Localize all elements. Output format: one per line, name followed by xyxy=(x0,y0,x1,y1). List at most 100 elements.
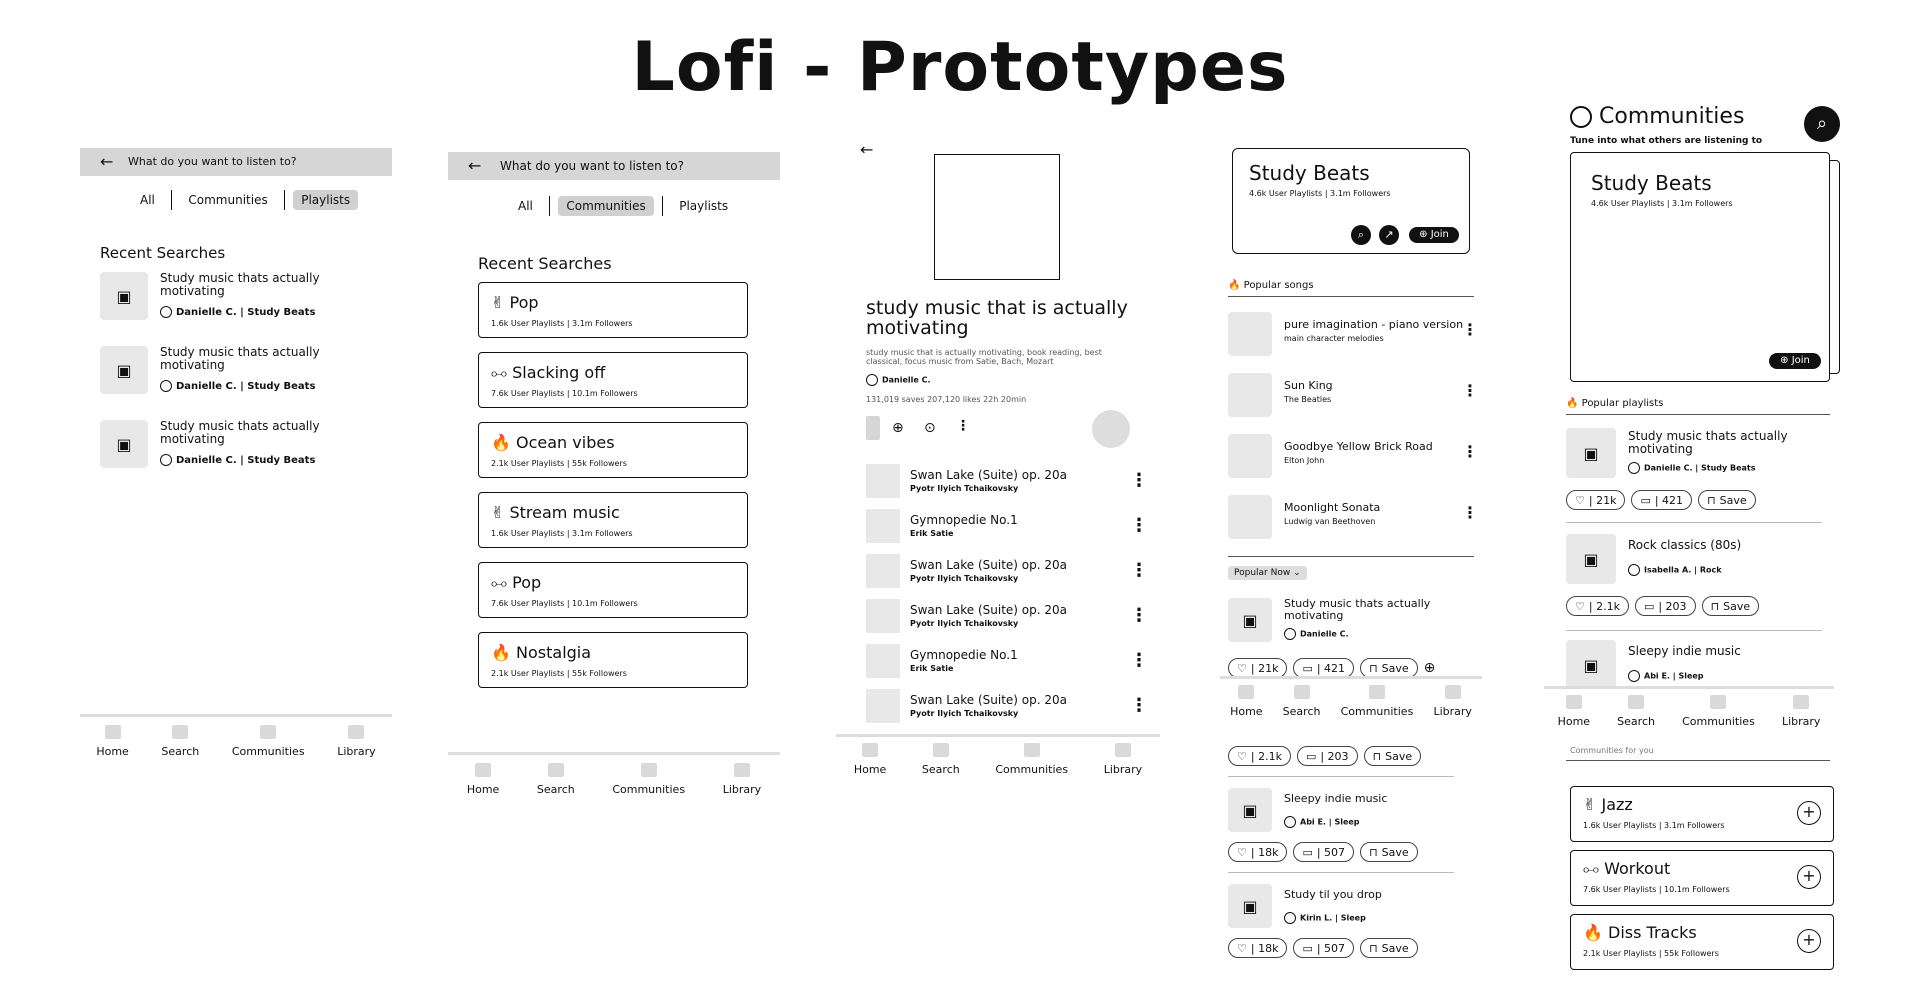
community-card[interactable]: 🔥 Ocean vibes 2.1k User Playlists | 55k … xyxy=(478,422,748,478)
nav-home[interactable]: Home xyxy=(96,725,129,758)
list-item[interactable]: ▣ Study til you drop Kirin L. | Sleep xyxy=(1228,884,1468,932)
community-card[interactable]: ✌ Jazz 1.6k User Playlists | 3.1m Follow… xyxy=(1570,786,1834,842)
play-button[interactable] xyxy=(1092,410,1130,448)
community-card[interactable]: ⧟ Workout 7.6k User Playlists | 10.1m Fo… xyxy=(1570,850,1834,906)
community-card[interactable]: 🔥 Nostalgia 2.1k User Playlists | 55k Fo… xyxy=(478,632,748,688)
tab-all[interactable]: All xyxy=(518,199,533,213)
more-icon[interactable]: ⋮ xyxy=(1130,560,1148,581)
table-row[interactable]: Swan Lake (Suite) op. 20a Pyotr Ilyich T… xyxy=(866,599,1148,635)
nav-library[interactable]: Library xyxy=(1433,685,1472,718)
comment-button[interactable]: ▭| 421 xyxy=(1293,658,1355,678)
nav-communities[interactable]: Communities xyxy=(995,743,1068,776)
nav-communities[interactable]: Communities xyxy=(1341,685,1413,718)
nav-search[interactable]: Search xyxy=(1283,685,1320,718)
nav-home[interactable]: Home xyxy=(854,743,886,776)
community-card-featured[interactable]: Study Beats 4.6k User Playlists | 3.1m F… xyxy=(1570,152,1830,382)
popular-now-dropdown[interactable]: Popular Now ⌄ xyxy=(1228,566,1307,580)
save-button[interactable]: ⊓Save xyxy=(1698,490,1756,510)
like-button[interactable]: ♡| 18k xyxy=(1228,842,1288,862)
community-card[interactable]: ⧟ Slacking off 7.6k User Playlists | 10.… xyxy=(478,352,748,408)
like-button[interactable]: ♡| 2.1k xyxy=(1228,746,1291,766)
nav-search[interactable]: Search xyxy=(161,725,199,758)
save-button[interactable]: ⊓Save xyxy=(1701,596,1760,616)
tab-communities[interactable]: Communities xyxy=(188,193,268,207)
share-icon[interactable]: ↗ xyxy=(1379,225,1399,245)
table-row[interactable]: Gymnopedie No.1 Erik Satie ⋮ xyxy=(866,509,1148,545)
table-row[interactable]: Swan Lake (Suite) op. 20a Pyotr Ilyich T… xyxy=(866,554,1148,590)
nav-communities[interactable]: Communities xyxy=(612,763,685,796)
more-icon[interactable]: ⋮ xyxy=(1462,442,1478,461)
comment-button[interactable]: ▭| 203 xyxy=(1296,746,1358,766)
comment-button[interactable]: ▭| 507 xyxy=(1293,938,1355,958)
more-icon[interactable]: ⋮ xyxy=(1462,381,1478,400)
more-icon[interactable]: ⋮ xyxy=(1130,470,1148,491)
more-icon[interactable]: ⋮ xyxy=(1130,695,1148,716)
nav-library[interactable]: Library xyxy=(1104,743,1142,776)
nav-library[interactable]: Library xyxy=(723,763,761,796)
nav-home[interactable]: Home xyxy=(1558,695,1590,728)
download-icon[interactable]: ⊙ xyxy=(924,420,936,436)
add-community-button[interactable]: + xyxy=(1797,929,1821,953)
nav-search[interactable]: Search xyxy=(1617,695,1655,728)
tab-communities[interactable]: Communities xyxy=(558,196,654,216)
list-item[interactable]: ▣ Sleepy indie music Abi E. | Sleep xyxy=(1228,788,1468,836)
save-button[interactable]: ⊓Save xyxy=(1360,938,1418,958)
table-row[interactable]: Swan Lake (Suite) op. 20a Pyotr Ilyich T… xyxy=(866,689,1148,725)
nav-communities[interactable]: Communities xyxy=(1682,695,1755,728)
join-button[interactable]: ⊕ Join xyxy=(1409,227,1459,243)
add-icon[interactable]: ⊕ xyxy=(1423,660,1436,676)
like-button[interactable]: ♡| 21k xyxy=(1228,658,1288,678)
community-card[interactable]: 🔥 Diss Tracks 2.1k User Playlists | 55k … xyxy=(1570,914,1834,970)
list-item[interactable]: ▣ Study music thats actually motivating … xyxy=(100,272,380,326)
more-icon[interactable]: ⋮ xyxy=(1130,515,1148,536)
community-card[interactable]: ✌ Pop 1.6k User Playlists | 3.1m Followe… xyxy=(478,282,748,338)
list-item[interactable]: ▣ Study music thats actually motivating … xyxy=(1566,428,1830,480)
table-row[interactable]: Goodbye Yellow Brick Road Elton John ⋮ xyxy=(1228,434,1478,480)
community-card[interactable]: ✌ Stream music 1.6k User Playlists | 3.1… xyxy=(478,492,748,548)
list-item[interactable]: ▣ Rock classics (80s) Isabella A. | Rock xyxy=(1566,534,1830,586)
search-bar[interactable]: ← What do you want to listen to? xyxy=(80,148,392,176)
table-row[interactable]: Gymnopedie No.1 Erik Satie ⋮ xyxy=(866,644,1148,680)
list-item[interactable]: ▣ Sleepy indie music Abi E. | Sleep xyxy=(1566,640,1830,692)
nav-library[interactable]: Library xyxy=(1782,695,1820,728)
search-button[interactable]: ⌕ xyxy=(1804,106,1840,142)
more-icon[interactable]: ⋮ xyxy=(1462,503,1478,522)
search-icon[interactable]: ⌕ xyxy=(1351,225,1371,245)
list-item[interactable]: ▣ Study music thats actually motivating … xyxy=(1228,598,1468,646)
more-icon[interactable]: ⋮ xyxy=(956,418,970,434)
list-item[interactable]: ▣ Study music thats actually motivating … xyxy=(100,346,380,400)
back-arrow-icon[interactable]: ← xyxy=(860,140,874,159)
nav-search[interactable]: Search xyxy=(922,743,960,776)
save-button[interactable]: ⊓Save xyxy=(1363,746,1422,766)
add-community-button[interactable]: + xyxy=(1797,865,1821,889)
nav-library[interactable]: Library xyxy=(337,725,376,758)
list-item[interactable]: ▣ Study music thats actually motivating … xyxy=(100,420,380,474)
save-button[interactable]: ⊓Save xyxy=(1360,658,1418,678)
search-bar[interactable]: ← What do you want to listen to? xyxy=(448,152,780,180)
table-row[interactable]: Swan Lake (Suite) op. 20a Pyotr Ilyich T… xyxy=(866,464,1148,500)
community-card[interactable]: ⧟ Pop 7.6k User Playlists | 10.1m Follow… xyxy=(478,562,748,618)
table-row[interactable]: Sun King The Beatles ⋮ xyxy=(1228,373,1478,419)
back-arrow-icon[interactable]: ← xyxy=(100,152,114,171)
more-icon[interactable]: ⋮ xyxy=(1130,605,1148,626)
join-button[interactable]: ⊕ Join xyxy=(1769,353,1821,369)
more-icon[interactable]: ⋮ xyxy=(1462,320,1478,339)
nav-search[interactable]: Search xyxy=(537,763,575,796)
table-row[interactable]: pure imagination - piano version main ch… xyxy=(1228,312,1478,358)
tab-all[interactable]: All xyxy=(140,193,155,207)
comment-button[interactable]: ▭| 507 xyxy=(1293,842,1355,862)
tab-playlists[interactable]: Playlists xyxy=(679,199,729,213)
tab-playlists[interactable]: Playlists xyxy=(293,190,359,210)
add-community-button[interactable]: + xyxy=(1797,801,1821,825)
comment-button[interactable]: ▭| 421 xyxy=(1631,490,1693,510)
nav-home[interactable]: Home xyxy=(1230,685,1263,718)
like-button[interactable]: ♡| 18k xyxy=(1228,938,1288,958)
back-arrow-icon[interactable]: ← xyxy=(468,156,482,175)
nav-home[interactable]: Home xyxy=(467,763,499,796)
nav-communities[interactable]: Communities xyxy=(232,725,305,758)
like-button[interactable]: ♡| 21k xyxy=(1566,490,1626,510)
add-icon[interactable]: ⊕ xyxy=(892,420,904,436)
more-icon[interactable]: ⋮ xyxy=(1130,650,1148,671)
comment-button[interactable]: ▭| 203 xyxy=(1634,596,1696,616)
like-button[interactable]: ♡| 2.1k xyxy=(1566,596,1629,616)
